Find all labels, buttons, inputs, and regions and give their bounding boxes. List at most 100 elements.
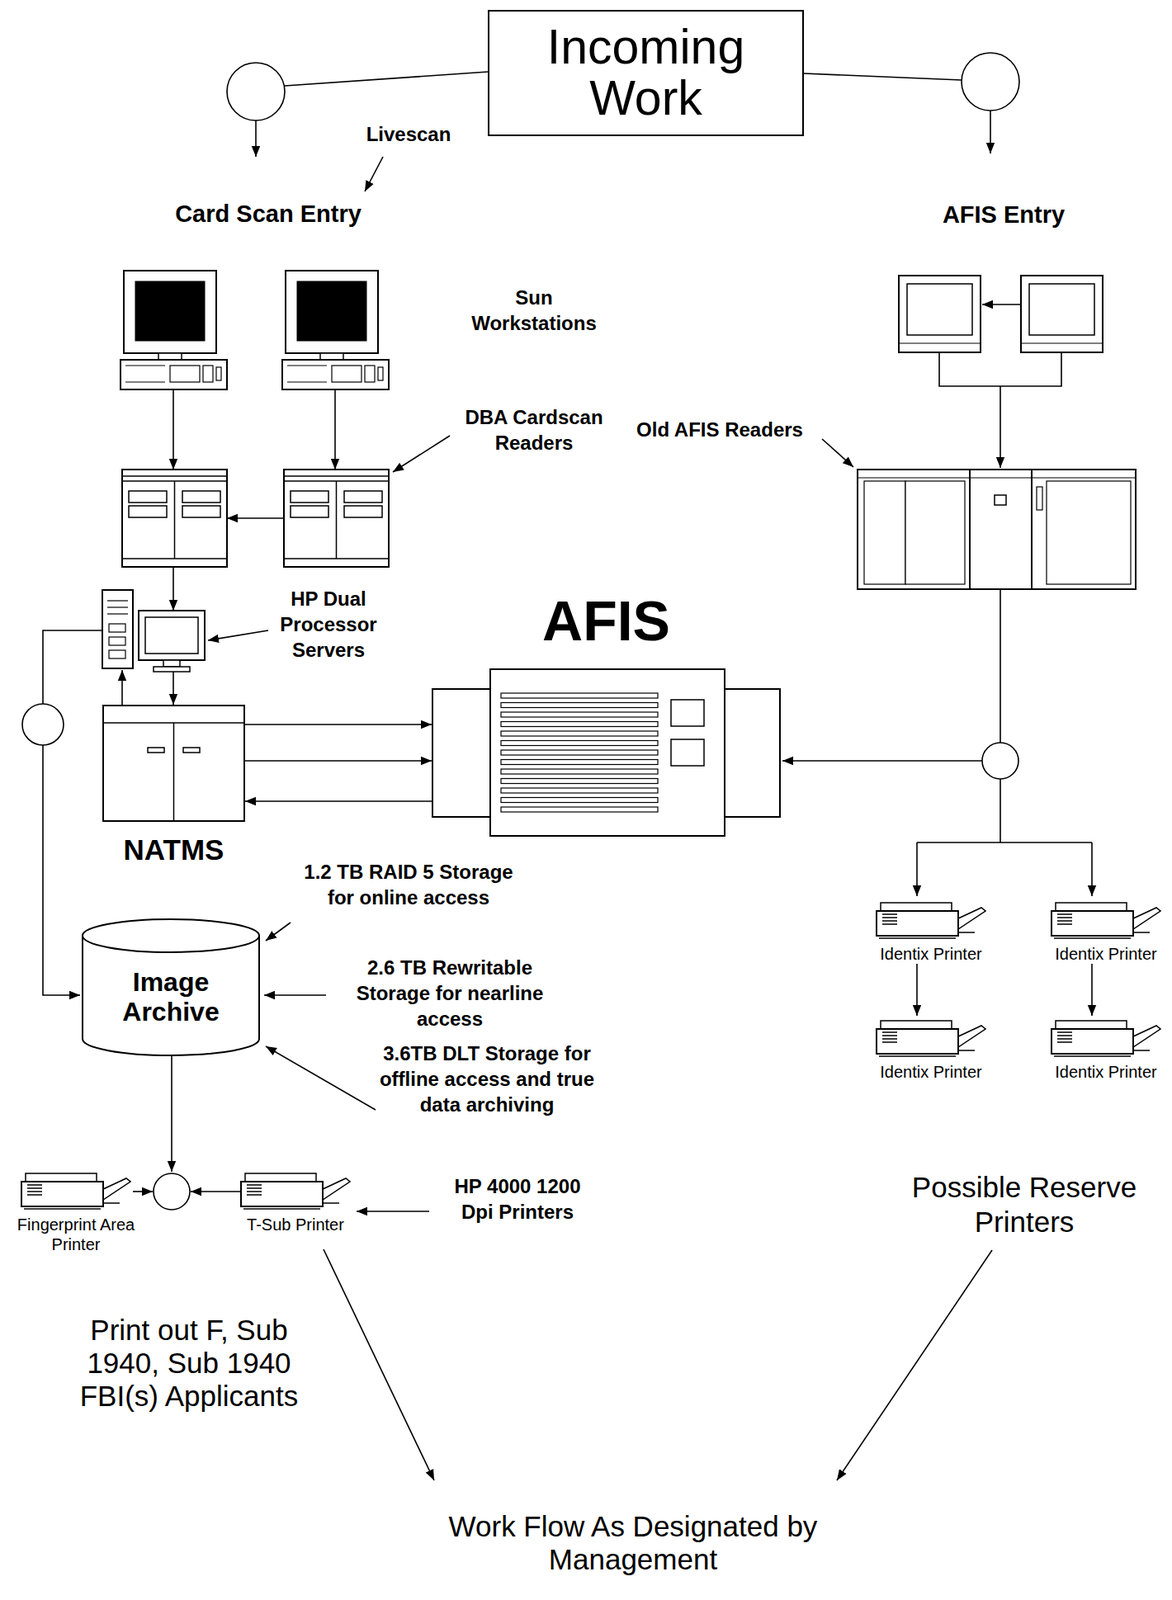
tower-slot (107, 613, 128, 615)
tower-slot (107, 606, 128, 608)
printer-panel-line (1057, 920, 1073, 922)
callout-label: Livescan (342, 122, 475, 147)
machine-slat (500, 722, 658, 728)
leader-line (207, 630, 269, 641)
tower-case (102, 590, 133, 669)
flow-arrow (323, 1249, 435, 1481)
panel-line (173, 723, 175, 822)
cardscan-reader (122, 469, 227, 568)
hp-server (102, 590, 205, 672)
printer-base (1053, 937, 1131, 940)
flow-arrow (42, 745, 81, 996)
flow-connector (916, 964, 918, 1017)
printer-lid (880, 902, 952, 912)
printer-base (243, 1208, 321, 1210)
monitor-screen (145, 617, 199, 654)
leader-line (264, 994, 327, 997)
panel-line (1020, 342, 1103, 344)
printer-panel-line (882, 1038, 898, 1040)
cabinet-slot (1036, 486, 1043, 511)
junction-circle (982, 742, 1019, 780)
junction-circle (226, 62, 285, 121)
cylinder-body (82, 919, 260, 1056)
note-text: Possible Reserve Printers (892, 1170, 1157, 1240)
printer-node: Identix Printer (869, 1016, 993, 1083)
leader-line (356, 1210, 430, 1213)
printer-body (876, 911, 959, 936)
printer-panel-line (1057, 1038, 1073, 1040)
machine-slat (500, 750, 658, 756)
flow-arrow (132, 1190, 153, 1193)
machine-slat (500, 693, 658, 699)
printer-lid (245, 1173, 317, 1182)
printer-tray (101, 1178, 131, 1201)
callout-label: HP 4000 1200 Dpi Printers (439, 1173, 596, 1225)
flow-arrow (916, 842, 918, 897)
printer-panel-line (882, 920, 898, 922)
printer-base (879, 1055, 956, 1058)
note-text: Print out F, Sub 1940, Sub 1940 FBI(s) A… (65, 1313, 313, 1414)
flow-arrow (334, 389, 336, 470)
printer-node: Fingerprint Area Printer (5, 1168, 147, 1255)
printer-tray (1131, 907, 1161, 930)
machine-slat (500, 712, 658, 718)
machine-heading: AFIS (431, 590, 781, 653)
cabinet-panel (864, 481, 906, 585)
cylinder-outline (82, 919, 260, 1056)
printer-panel-line (246, 1187, 262, 1190)
printer-panel-line (1057, 1031, 1073, 1034)
printer-label: Identix Printer (869, 944, 993, 965)
cabinet-outline (103, 705, 245, 822)
cylinder-text: Image Archive (93, 968, 249, 1026)
storage-note: 1.2 TB RAID 5 Storage for online access (297, 859, 520, 911)
printer-panel-line (246, 1190, 262, 1193)
printer-body (876, 1029, 959, 1054)
panel-line (857, 477, 1136, 478)
panel-line (898, 342, 981, 344)
printer-tray (956, 907, 986, 930)
leader-line (265, 922, 291, 941)
printer-tray (1131, 1025, 1161, 1048)
machine-outline (432, 669, 780, 837)
junction-circle (153, 1173, 190, 1210)
flow-arrow (989, 110, 992, 154)
printer-output (322, 1202, 340, 1205)
machine-slat (500, 741, 658, 747)
machine-panel (671, 739, 705, 766)
callout-label: HP Dual Processor Servers (266, 586, 391, 663)
feed-line (803, 73, 962, 81)
printer-symbol (1051, 1020, 1161, 1057)
printer-panel-line (27, 1190, 43, 1193)
printer-icon (240, 1168, 351, 1212)
printer-body (1051, 911, 1134, 936)
flow-line (916, 841, 1092, 844)
printer-body (1051, 1029, 1134, 1054)
machine-slat (500, 731, 658, 737)
printer-body (21, 1181, 104, 1207)
printer-panel-line (1057, 913, 1073, 916)
monitor-base (153, 666, 190, 672)
printer-panel-line (27, 1187, 43, 1190)
printer-node: Identix Printer (1044, 1016, 1168, 1083)
printer-symbol (241, 1173, 350, 1210)
printer-label: Identix Printer (1044, 944, 1168, 965)
printer-base (879, 937, 956, 940)
printer-node: Identix Printer (869, 897, 993, 965)
printer-lid (25, 1173, 97, 1182)
monitor-case (898, 275, 981, 353)
afis-machine: AFIS (431, 590, 781, 837)
flow-line (999, 779, 1002, 843)
machine-slat (500, 798, 658, 804)
printer-panel-line (246, 1194, 262, 1196)
cabinet-shape (102, 704, 246, 823)
printer-label: Fingerprint Area Printer (5, 1214, 147, 1255)
printer-icon (875, 897, 987, 941)
monitor-stand (163, 660, 180, 667)
printer-output (1133, 1049, 1150, 1052)
printer-lid (880, 1020, 952, 1030)
flow-arrow (172, 389, 175, 470)
leader-line (265, 1046, 376, 1111)
flow-arrow (172, 567, 175, 611)
printer-panel-line (882, 913, 898, 916)
flow-arrow (172, 671, 175, 705)
